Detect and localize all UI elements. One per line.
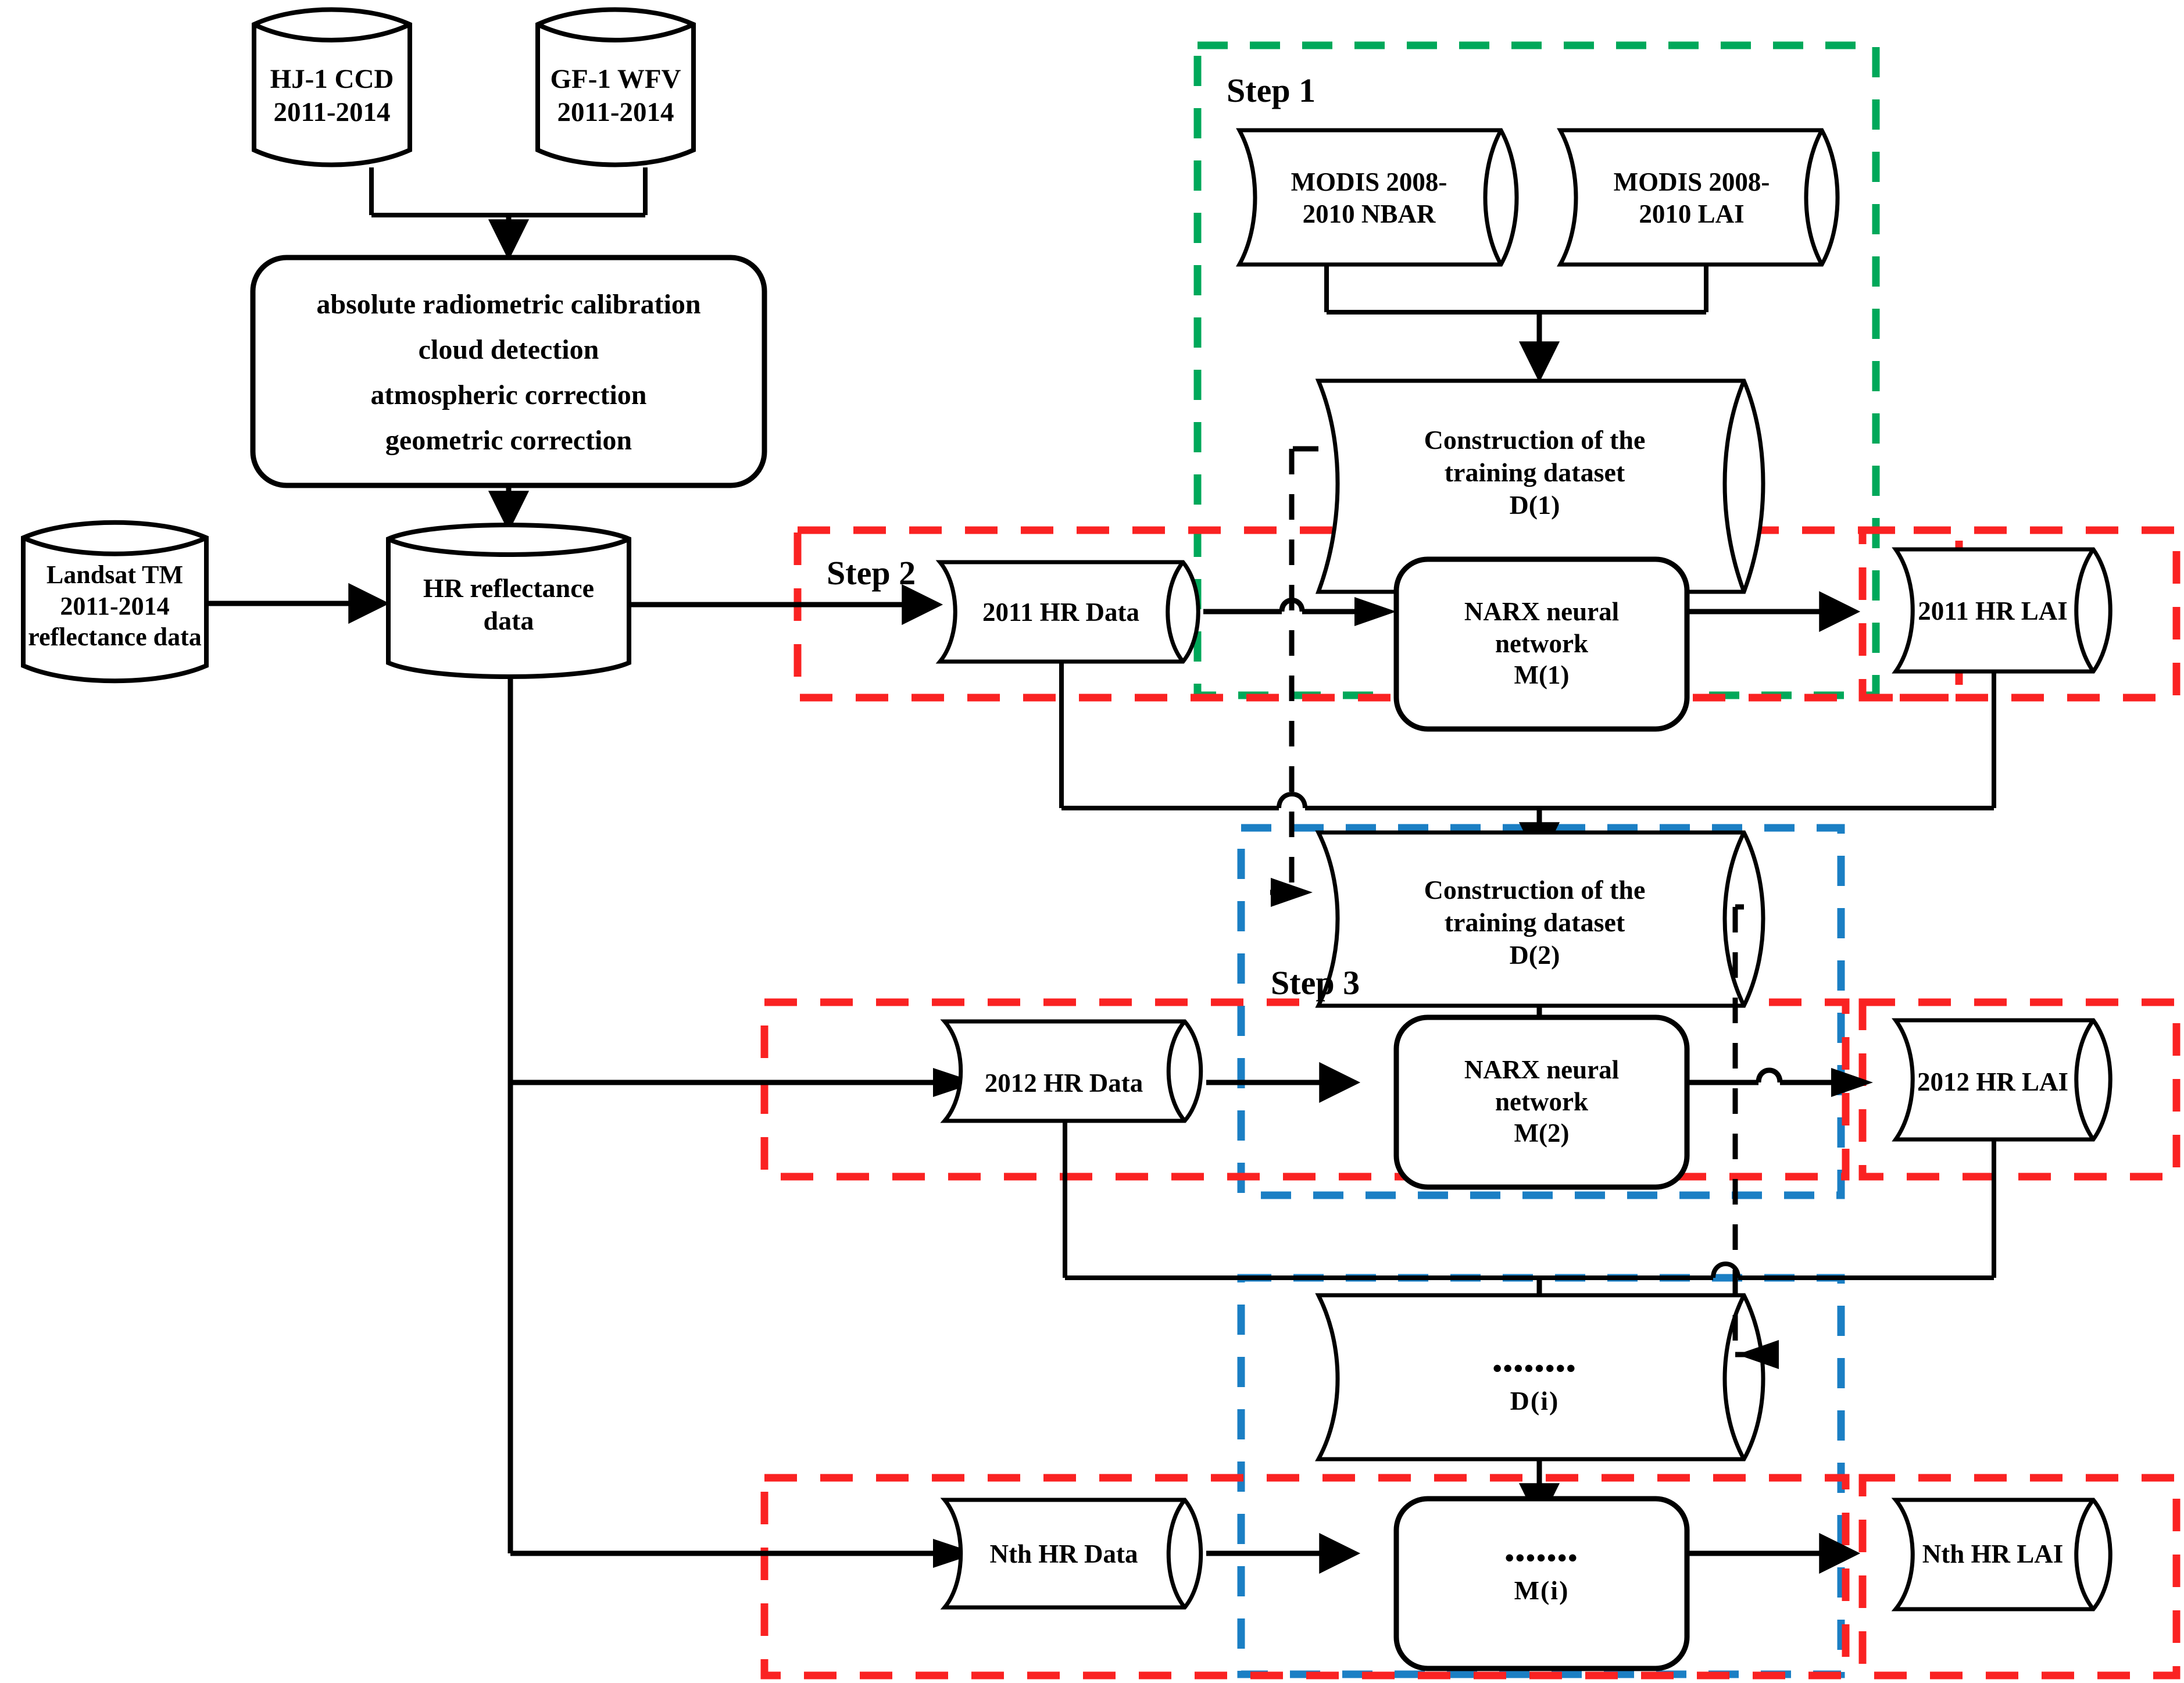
row2-red-box-left — [760, 998, 1850, 1181]
row1-hr-lai-cylinder — [1892, 547, 2112, 674]
row2-feedback-routing — [1063, 1121, 1996, 1280]
step3-label: Step 3 — [1271, 964, 1360, 1002]
row3-hr-data-cylinder — [940, 1498, 1203, 1610]
landsat-tm-cylinder — [21, 520, 209, 684]
hr-reflectance-trunk — [507, 679, 933, 1556]
arrowhead-dashed-into-d2 — [1271, 878, 1313, 907]
modis-lai-cylinder — [1557, 128, 1840, 267]
step2-label: Step 2 — [827, 554, 916, 592]
d2-dataset-cylinder — [1315, 830, 1765, 1008]
step2-group-box-right — [1858, 526, 2181, 702]
arrowhead-trunk-row2 — [933, 1068, 977, 1097]
row3-hr-lai-cylinder — [1891, 1498, 2112, 1611]
row1-narx-box — [1393, 556, 1690, 732]
hj1-ccd-cylinder — [252, 7, 412, 167]
di-dataset-cylinder — [1315, 1293, 1765, 1462]
arrowhead-row2-lai — [1831, 1068, 1873, 1097]
row1-feedback-routing — [1059, 662, 1996, 810]
row3-red-box-left — [760, 1474, 1850, 1680]
arrowhead-trunk-row3 — [933, 1539, 977, 1568]
step3-group-box-upper — [1237, 824, 1845, 1199]
gf1-wfv-cylinder — [535, 7, 696, 167]
hr-reflectance-cylinder — [386, 523, 631, 679]
row2-hr-data-cylinder — [940, 1019, 1203, 1123]
arrowhead-row1-narx — [1354, 597, 1396, 626]
row3-model-box — [1393, 1496, 1690, 1671]
row2-narx-box — [1393, 1014, 1690, 1190]
step1-label: Step 1 — [1227, 72, 1316, 109]
row2-red-box-right — [1858, 998, 2181, 1181]
modis-merge-connector — [1324, 265, 1708, 315]
source-merge-connector — [369, 167, 648, 217]
modis-nbar-cylinder — [1236, 128, 1519, 267]
arrowhead-dashed-into-di — [1737, 1340, 1779, 1369]
row3-red-box-right — [1858, 1474, 2181, 1680]
arrow-row1-data-to-narx — [1203, 598, 1354, 614]
step1-group-box — [1193, 41, 1880, 699]
row1-hr-data-cylinder — [935, 560, 1200, 664]
d1-dataset-cylinder — [1315, 378, 1765, 594]
preprocessing-box — [250, 255, 767, 488]
row2-hr-lai-cylinder — [1892, 1018, 2112, 1142]
arrow-row2-narx-to-lai — [1687, 1067, 1831, 1085]
